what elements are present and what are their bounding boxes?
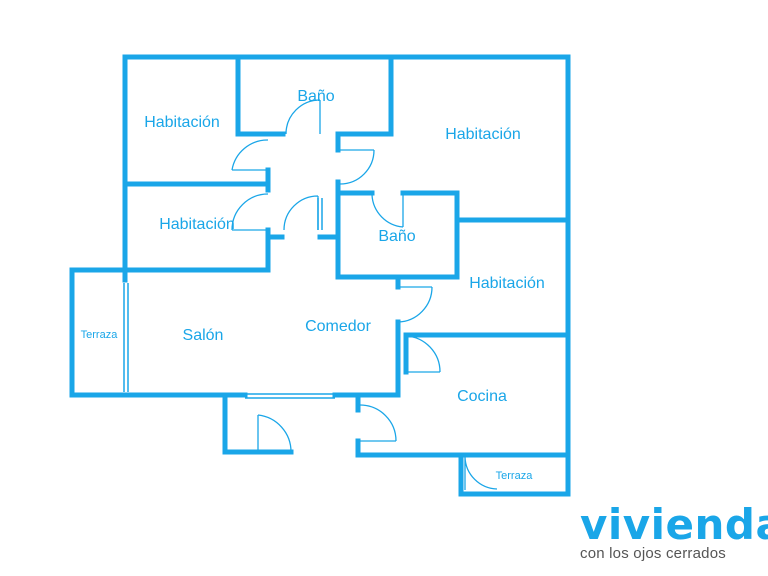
logo-brand: vivienda (580, 500, 768, 549)
label-salon: Salón (183, 327, 224, 344)
label-habitacion-1: Habitación (144, 114, 220, 131)
label-comedor: Comedor (305, 318, 371, 335)
wall-bed1-right-top (235, 54, 271, 137)
door-bano-1-b (339, 149, 375, 185)
label-cocina: Cocina (457, 388, 507, 405)
logo-wordmark: vivienda2 (580, 504, 768, 546)
door-bano-2 (371, 193, 404, 228)
wall-bath2 (335, 190, 460, 280)
door-hall (283, 195, 319, 231)
wall-comedor-right (355, 319, 401, 398)
door-habitacion-4 (397, 286, 433, 323)
logo-tagline: con los ojos cerrados (580, 545, 726, 562)
label-habitacion-3: Habitación (159, 216, 235, 233)
door-cocina (405, 335, 441, 373)
room-labels: Habitación Baño Habitación Habitación Ba… (81, 88, 545, 482)
door-habitacion-3 (231, 193, 269, 231)
label-bano-1: Baño (297, 88, 334, 105)
label-bano-2: Baño (378, 228, 415, 245)
wall-bath1-right (335, 54, 394, 153)
doors (231, 99, 498, 490)
label-terraza-1: Terraza (81, 329, 119, 341)
label-habitacion-4: Habitación (469, 275, 545, 292)
sliding-window-terraza (123, 283, 129, 392)
door-bano-1 (285, 99, 321, 135)
door-entrada (257, 414, 292, 453)
door-entrada-cocina (359, 404, 397, 442)
door-terraza-2 (464, 456, 498, 490)
sliding-window-salon (245, 393, 335, 399)
label-terraza-2: Terraza (496, 470, 534, 482)
walls (69, 54, 571, 497)
brand-logo: vivienda2 con los ojos cerrados (580, 504, 768, 563)
label-habitacion-2: Habitación (445, 126, 521, 143)
door-habitacion-1 (231, 139, 269, 171)
